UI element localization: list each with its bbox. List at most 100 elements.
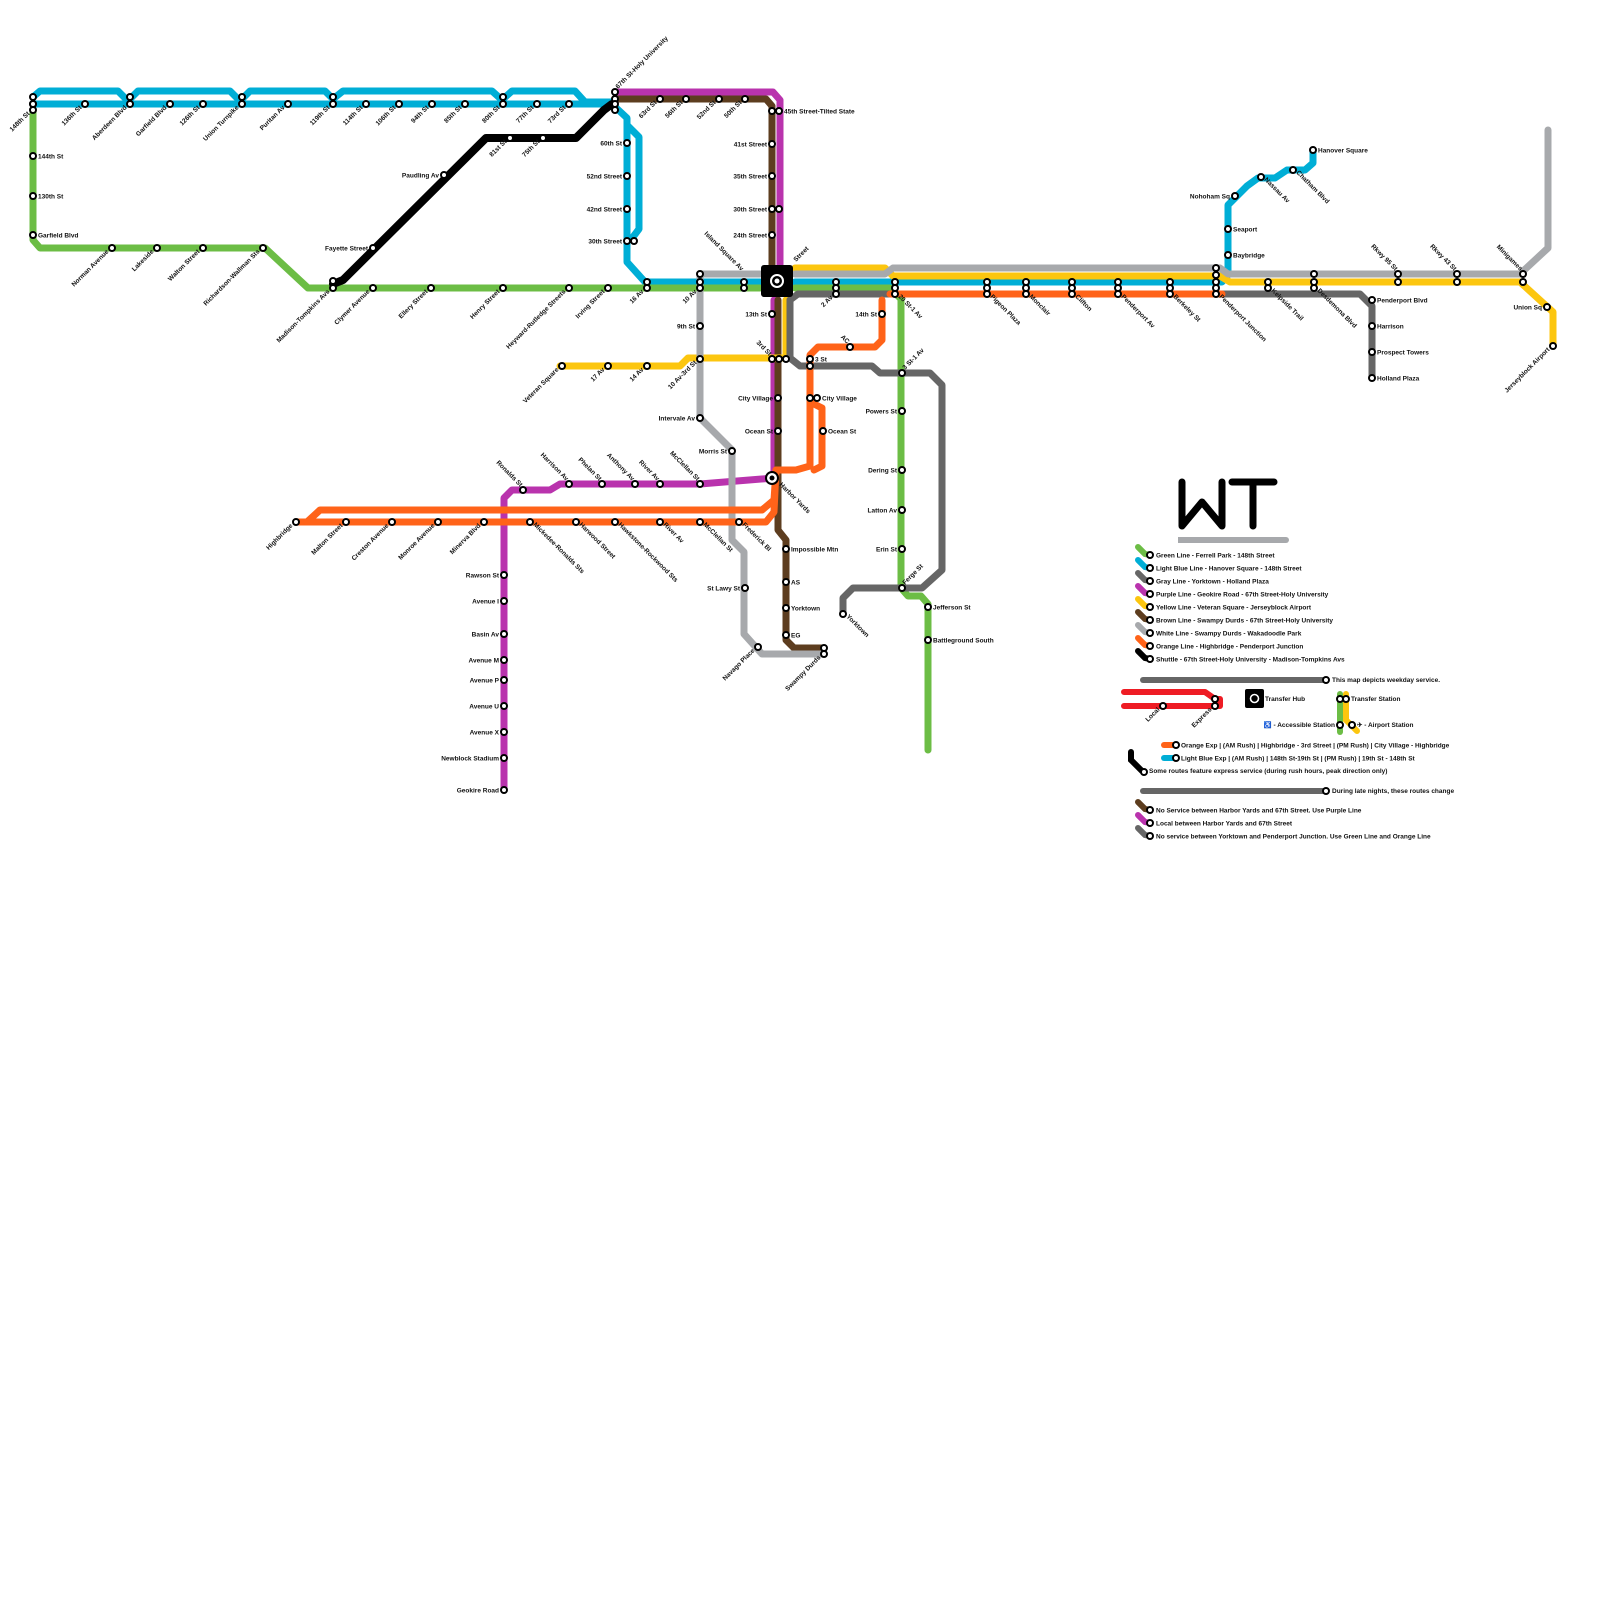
station-marker	[1368, 322, 1376, 330]
station-marker	[1289, 166, 1297, 174]
station-marker	[1453, 278, 1461, 286]
station-label: Garfield Blvd	[135, 104, 169, 138]
station-label: 45th Street-Tilted State	[784, 109, 855, 116]
legend-line-label: Green Line - Ferrell Park - 148th Street	[1156, 553, 1275, 560]
green-line	[29, 106, 764, 292]
stations	[29, 88, 1557, 794]
station-marker	[499, 284, 507, 292]
transfer-station-label: Transfer Station	[1351, 696, 1401, 703]
station-label: Clymer Avenue	[333, 288, 371, 326]
station-label: Rkwy 95 St	[1369, 243, 1399, 273]
station-label: River Av	[637, 459, 661, 483]
station-marker	[500, 656, 508, 664]
transfer-hub-icon	[1245, 689, 1264, 708]
station-label: Fayette Street	[325, 246, 369, 253]
station-marker	[806, 394, 814, 402]
station-label: Chatham Blvd	[1295, 169, 1331, 205]
station-marker	[839, 610, 847, 618]
yellow-line-west	[556, 296, 790, 370]
station-label: Basin Av	[472, 632, 500, 639]
wt-logo	[1178, 478, 1289, 543]
station-marker	[500, 702, 508, 710]
station-marker	[500, 754, 508, 762]
station-marker	[238, 93, 246, 101]
station-marker	[696, 278, 704, 286]
station-label: AS	[791, 580, 801, 587]
white-line-east	[791, 126, 1552, 278]
station-marker	[611, 106, 619, 114]
station-label: AC	[839, 334, 851, 346]
station-label: Creston Avenue	[351, 522, 391, 562]
station-label: Jerseyblock Airport	[1503, 346, 1552, 395]
station-marker	[819, 427, 827, 435]
station-label: Garfield Blvd	[38, 233, 78, 240]
station-marker	[388, 518, 396, 526]
station-label: Highbridge	[265, 522, 294, 551]
station-marker	[329, 93, 337, 101]
station-marker	[434, 518, 442, 526]
station-label: 30th Street	[588, 239, 622, 246]
legend-station-marker	[1146, 603, 1154, 611]
station-label: Richardson-Wallman Sts	[202, 248, 261, 307]
station-label: Morris St	[699, 449, 728, 456]
station-marker	[696, 270, 704, 278]
station-marker	[565, 100, 573, 108]
station-marker	[1114, 290, 1122, 298]
station-marker	[924, 636, 932, 644]
station-label: Malton Street	[310, 522, 345, 557]
station-marker	[29, 231, 37, 239]
station-marker	[740, 278, 748, 286]
station-label: Harrison	[1377, 324, 1404, 331]
station-label: Nohoham Sq	[1190, 194, 1230, 201]
station-marker	[846, 343, 854, 351]
station-marker	[1310, 284, 1318, 292]
station-label: 130th St	[38, 194, 64, 201]
station-marker	[29, 100, 37, 108]
station-marker	[774, 394, 782, 402]
station-marker	[199, 100, 207, 108]
station-marker	[1394, 270, 1402, 278]
station-label: Hanover Square	[1318, 148, 1368, 155]
legend-station-marker	[1211, 695, 1219, 703]
legend-line-label: Purple Line - Geokire Road - 67th Street…	[1156, 592, 1329, 599]
legend-line-label: Gray Line - Yorktown - Holland Plaza	[1156, 579, 1269, 586]
station-label: Erin St	[876, 547, 898, 554]
station-label: Norman Avenue	[71, 248, 111, 288]
station-label: 14th St	[855, 312, 878, 319]
hub-dot	[774, 278, 780, 284]
station-marker	[623, 172, 631, 180]
station-label: Powers St	[866, 409, 898, 416]
station-marker	[806, 355, 814, 363]
station-marker	[1212, 264, 1220, 272]
station-marker	[526, 518, 534, 526]
station-marker	[898, 545, 906, 553]
station-label: 67th St-Holy University	[614, 35, 670, 91]
station-marker	[108, 244, 116, 252]
night-change-label: Local between Harbor Yards and 67th Stre…	[1156, 821, 1293, 828]
legend-line-label: Brown Line - Swampy Durds - 67th Street-…	[1156, 618, 1333, 625]
station-marker	[768, 231, 776, 239]
station-marker	[741, 95, 749, 103]
legend-station-marker	[1146, 642, 1154, 650]
lightblue-line-east	[791, 146, 1317, 286]
station-marker	[898, 466, 906, 474]
lightblue-express-south	[623, 121, 643, 241]
station-label: Yorktown	[791, 606, 820, 613]
station-marker	[774, 427, 782, 435]
legend-station-marker	[1159, 702, 1167, 710]
night-change-label: No Service between Harbor Yards and 67th…	[1156, 808, 1362, 815]
station-label: Avenue M	[469, 658, 499, 665]
station-label: Penderport Junction	[1218, 293, 1268, 343]
station-marker	[782, 604, 790, 612]
station-marker	[924, 603, 932, 611]
station-label: 13th St	[745, 312, 768, 319]
station-marker	[1231, 192, 1239, 200]
station-label: Avenue P	[470, 678, 500, 685]
station-marker	[284, 100, 292, 108]
station-marker	[891, 290, 899, 298]
station-label: Veteran Square	[522, 366, 561, 405]
station-label: Battleground South	[933, 638, 994, 645]
legend: Green Line - Ferrell Park - 148th Street…	[1121, 544, 1454, 841]
station-marker	[259, 244, 267, 252]
